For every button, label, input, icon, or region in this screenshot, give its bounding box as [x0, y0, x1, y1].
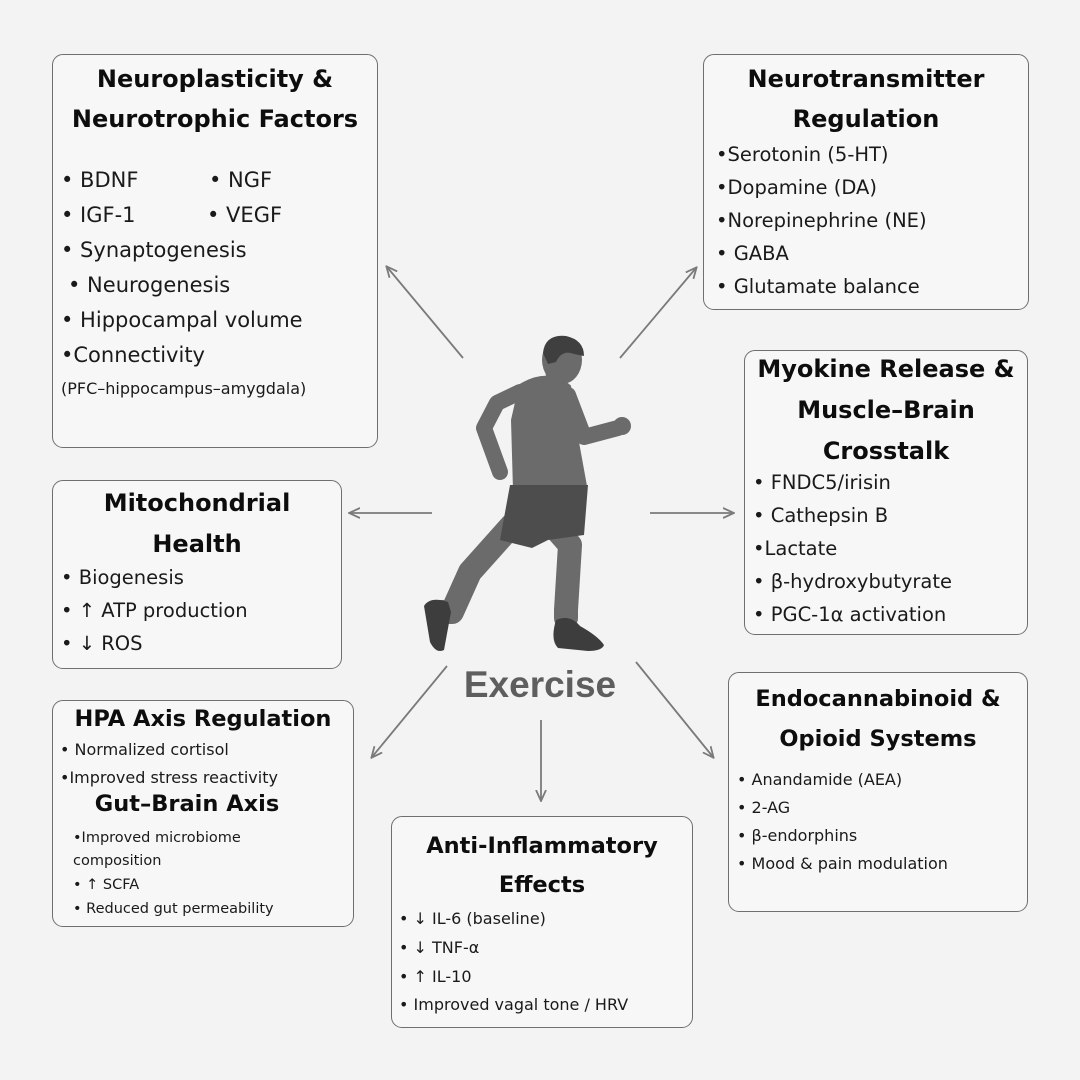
list-item: • FNDC5/irisin	[753, 471, 891, 494]
list-item: • 2-AG	[737, 798, 791, 817]
neuroplasticity-title-line1: Neuroplasticity &	[96, 65, 334, 93]
neuroplasticity-title-line2: Neurotrophic Factors	[71, 105, 359, 133]
list-item: •Norepinephrine (NE)	[716, 209, 927, 232]
neurotransmitter-title-line2: Regulation	[792, 105, 940, 133]
arrow-to-hpa-gut	[372, 665, 448, 757]
arrow-to-endocannabinoid	[635, 661, 713, 757]
myokine-box: Myokine Release & Muscle–Brain Crosstalk…	[744, 350, 1028, 635]
hpa-gut-box: HPA Axis Regulation • Normalized cortiso…	[52, 700, 354, 927]
list-item: composition	[73, 853, 162, 869]
mitochondrial-title-line1: Mitochondrial	[103, 489, 291, 517]
list-item: • Synaptogenesis	[61, 238, 247, 262]
neurotransmitter-title-line1: Neurotransmitter	[747, 65, 985, 93]
list-item: • ↓ ROS	[61, 632, 143, 655]
list-item: • β-hydroxybutyrate	[753, 570, 952, 593]
list-item: • Neurogenesis	[68, 273, 231, 297]
anti-inflammatory-title-line1: Anti-Inflammatory	[426, 833, 658, 859]
mitochondrial-title-line2: Health	[152, 530, 242, 558]
list-item: • PGC-1α activation	[753, 603, 947, 626]
endocannabinoid-title-line2: Opioid Systems	[779, 726, 977, 752]
list-item: • VEGF	[207, 203, 283, 227]
list-item: •Lactate	[753, 537, 838, 560]
connectivity-note: (PFC–hippocampus–amygdala)	[61, 379, 307, 398]
myokine-title-line1: Myokine Release &	[757, 355, 1015, 383]
anti-inflammatory-title-line2: Effects	[498, 872, 586, 898]
list-item: • Normalized cortisol	[60, 740, 229, 759]
list-item: • Glutamate balance	[716, 275, 920, 298]
list-item: • NGF	[209, 168, 273, 192]
gut-brain-title: Gut–Brain Axis	[94, 791, 280, 817]
list-item: • Improved vagal tone / HRV	[399, 995, 629, 1014]
neurotransmitter-box: Neurotransmitter Regulation •Serotonin (…	[703, 54, 1029, 310]
list-item: •Connectivity	[61, 343, 205, 367]
neuroplasticity-box: Neuroplasticity & Neurotrophic Factors •…	[52, 54, 378, 448]
list-item: • Biogenesis	[61, 566, 184, 589]
list-item: • ↑ IL-10	[399, 967, 472, 986]
list-item: • ↓ IL-6 (baseline)	[399, 909, 546, 928]
list-item: • BDNF	[61, 168, 139, 192]
endocannabinoid-title-line1: Endocannabinoid &	[755, 686, 1001, 712]
list-item: •Improved microbiome	[73, 830, 241, 846]
arrow-to-neurotransmitter	[619, 268, 696, 359]
list-item: •Dopamine (DA)	[716, 176, 877, 199]
list-item: • ↑ SCFA	[73, 877, 140, 893]
list-item: •Improved stress reactivity	[60, 768, 278, 787]
list-item: • Anandamide (AEA)	[737, 770, 903, 789]
list-item: • Mood & pain modulation	[737, 854, 948, 873]
list-item: • β-endorphins	[737, 826, 858, 845]
mitochondrial-box: Mitochondrial Health • Biogenesis • ↑ AT…	[52, 480, 342, 669]
list-item: • GABA	[716, 242, 789, 265]
myokine-title-line3: Crosstalk	[822, 437, 950, 465]
anti-inflammatory-box: Anti-Inflammatory Effects • ↓ IL-6 (base…	[391, 816, 693, 1028]
list-item: • ↓ TNF-α	[399, 938, 480, 957]
arrow-to-neuroplasticity	[387, 267, 464, 359]
exercise-label: Exercise	[463, 664, 617, 705]
endocannabinoid-box: Endocannabinoid & Opioid Systems • Anand…	[728, 672, 1028, 912]
myokine-title-line2: Muscle–Brain	[797, 396, 975, 424]
list-item: • ↑ ATP production	[61, 599, 248, 622]
list-item: • Hippocampal volume	[61, 308, 303, 332]
list-item: • Reduced gut permeability	[73, 901, 274, 917]
list-item: • IGF-1	[61, 203, 136, 227]
hpa-title: HPA Axis Regulation	[74, 706, 332, 732]
list-item: • Cathepsin B	[753, 504, 889, 527]
list-item: •Serotonin (5-HT)	[716, 143, 889, 166]
